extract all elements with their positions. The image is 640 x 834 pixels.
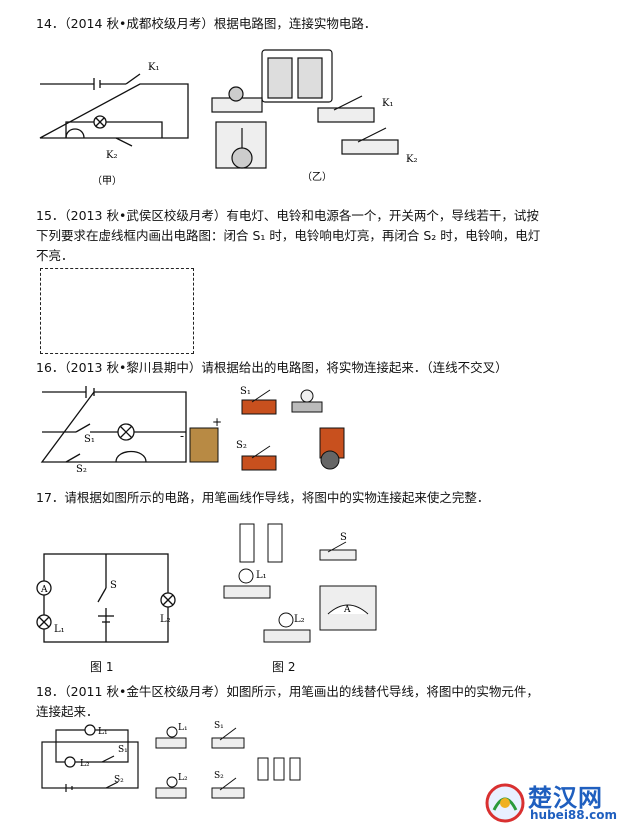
minus-sign: - xyxy=(180,429,184,443)
q17-real-components: S L₁ A L₂ xyxy=(223,523,377,643)
q15-dashed-answer-box[interactable] xyxy=(40,268,194,354)
site-logo: 楚汉网 hubei88.com xyxy=(484,778,634,828)
ammeter-label-real: A xyxy=(343,605,351,615)
q18-s1-label: S₁ xyxy=(118,745,128,755)
q17-circuit-diagram: A S L₁ L₂ xyxy=(36,553,176,643)
logo-url: hubei88.com xyxy=(530,808,618,822)
fig2-caption: 图 2 xyxy=(272,660,296,674)
s-label: S xyxy=(110,580,117,591)
q16-real-components: S₁ S₂ - + xyxy=(180,386,345,471)
q15-line1: 15．（2013 秋•武侯区校级月考）有电灯、电铃和电源各一个，开关两个，导线若… xyxy=(36,208,539,223)
logo-name: 楚汉网 xyxy=(528,784,603,812)
question-18: 18．（2011 秋•金牛区校级月考）如图所示，用笔画出的线替代导线，将图中的实… xyxy=(36,682,616,722)
q18-l1-label: L₁ xyxy=(98,727,108,737)
q18-circuit-diagram: L₁ L₂ S₁ S₂ xyxy=(41,724,139,792)
q18-line2: 连接起来． xyxy=(36,704,99,719)
l1-label: L₁ xyxy=(54,624,65,635)
s2-label-real: S₂ xyxy=(236,440,247,451)
jia-label: （甲） xyxy=(92,175,122,187)
l2-label-real: L₂ xyxy=(294,614,305,625)
question-16: 16．（2013 秋•黎川县期中）请根据给出的电路图，将实物连接起来．（连线不交… xyxy=(36,360,508,375)
k2-label-real: K₂ xyxy=(406,154,417,165)
q15-line2: 下列要求在虚线框内画出电路图：闭合 S₁ 时，电铃响电灯亮，再闭合 S₂ 时，电… xyxy=(36,228,541,243)
q18-real-components: L₁ L₂ S₁ S₂ xyxy=(155,721,301,799)
q18-l1-real-label: L₁ xyxy=(178,723,188,733)
k1-label: K₁ xyxy=(148,62,159,73)
fig1-caption: 图 1 xyxy=(90,660,114,674)
yi-label: （乙） xyxy=(302,171,332,183)
k1-label-real: K₁ xyxy=(382,98,393,109)
k2-label: K₂ xyxy=(106,150,117,161)
q14-real-components: K₁ K₂ （乙） xyxy=(211,49,417,183)
q18-s2-label: S₂ xyxy=(114,775,124,785)
s1-label-real: S₁ xyxy=(240,386,251,397)
q16-circuit-diagram: S₁ S₂ xyxy=(40,386,187,474)
ammeter-label: A xyxy=(40,585,48,595)
q18-l2-label: L₂ xyxy=(80,759,90,769)
s2-label: S₂ xyxy=(76,464,87,474)
s1-label: S₁ xyxy=(84,434,95,445)
s-label-real: S xyxy=(340,532,347,543)
l2-label: L₂ xyxy=(160,614,171,625)
logo-emblem-icon xyxy=(485,783,525,823)
q14-circuit-diagram: K₁ K₂ （甲） xyxy=(39,62,189,187)
question-17: 17．请根据如图所示的电路，用笔画线作导线，将图中的实物连接起来使之完整． xyxy=(36,490,490,505)
plus-sign: + xyxy=(212,415,222,429)
q18-s2-real-label: S₂ xyxy=(214,771,224,781)
l1-label-real: L₁ xyxy=(256,570,267,581)
q18-s1-real-label: S₁ xyxy=(214,721,224,731)
q18-line1: 18．（2011 秋•金牛区校级月考）如图所示，用笔画出的线替代导线，将图中的实… xyxy=(36,684,539,699)
question-15: 15．（2013 秋•武侯区校级月考）有电灯、电铃和电源各一个，开关两个，导线若… xyxy=(36,206,616,266)
question-14: 14．（2014 秋•成都校级月考）根据电路图，连接实物电路． xyxy=(36,16,377,31)
q18-l2-real-label: L₂ xyxy=(178,773,188,783)
q15-line3: 不亮． xyxy=(36,248,74,263)
